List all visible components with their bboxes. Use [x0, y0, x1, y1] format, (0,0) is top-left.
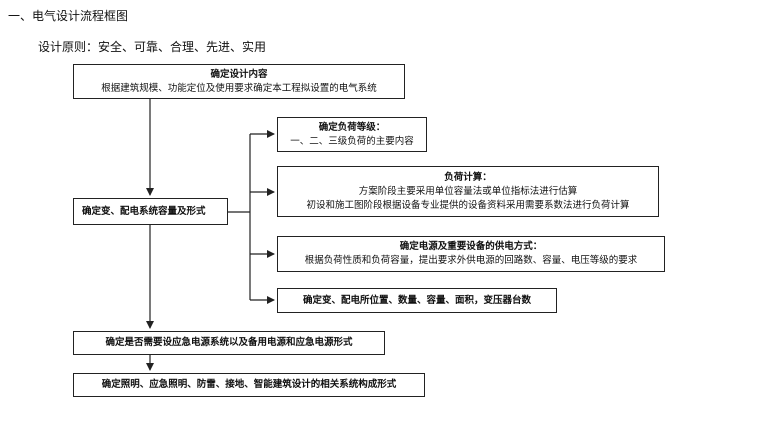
node-emergency-power-label: 确定是否需要设应急电源系统以及备用电源和应急电源形式: [105, 337, 353, 348]
node-lighting-systems: 确定照明、应急照明、防雷、接地、智能建筑设计的相关系统构成形式: [73, 373, 425, 397]
node-power-supply: 确定电源及重要设备的供电方式： 根据负荷性质和负荷容量，提出要求外供电源的回路数…: [277, 236, 665, 272]
node-load-calculation-line1: 方案阶段主要采用单位容量法或单位指标法进行估算: [358, 186, 578, 197]
node-load-calculation-title: 负荷计算：: [444, 172, 492, 183]
node-load-level-desc: 一、二、三级负荷的主要内容: [290, 136, 414, 147]
node-power-supply-title: 确定电源及重要设备的供电方式：: [399, 241, 543, 252]
node-load-level-title: 确定负荷等级：: [318, 122, 386, 133]
node-substation-location-label: 确定变、配电所位置、数量、容量、面积，变压器台数: [302, 294, 531, 306]
node-load-level: 确定负荷等级： 一、二、三级负荷的主要内容: [277, 117, 427, 152]
node-power-supply-desc: 根据负荷性质和负荷容量，提出要求外供电源的回路数、容量、电压等级的要求: [304, 255, 638, 266]
design-principle: 设计原则：安全、可靠、合理、先进、实用: [38, 40, 267, 54]
node-substation-location: 确定变、配电所位置、数量、容量、面积，变压器台数: [277, 288, 557, 313]
node-determine-content-title: 确定设计内容: [210, 69, 268, 80]
node-determine-content-desc: 根据建筑规模、功能定位及使用要求确定本工程拟设置的电气系统: [101, 83, 377, 94]
node-load-calculation: 负荷计算： 方案阶段主要采用单位容量法或单位指标法进行估算 初设和施工图阶段根据…: [277, 166, 659, 217]
node-determine-substation-label: 确定变、配电系统容量及形式: [82, 205, 206, 217]
node-determine-content: 确定设计内容 根据建筑规模、功能定位及使用要求确定本工程拟设置的电气系统: [73, 64, 405, 99]
section-heading: 一、电气设计流程框图: [8, 9, 129, 23]
node-lighting-systems-label: 确定照明、应急照明、防雷、接地、智能建筑设计的相关系统构成形式: [101, 379, 397, 390]
node-determine-substation: 确定变、配电系统容量及形式: [73, 198, 228, 225]
node-load-calculation-line2: 初设和施工图阶段根据设备专业提供的设备资料采用需要系数法进行负荷计算: [306, 200, 630, 211]
node-emergency-power: 确定是否需要设应急电源系统以及备用电源和应急电源形式: [73, 331, 385, 355]
